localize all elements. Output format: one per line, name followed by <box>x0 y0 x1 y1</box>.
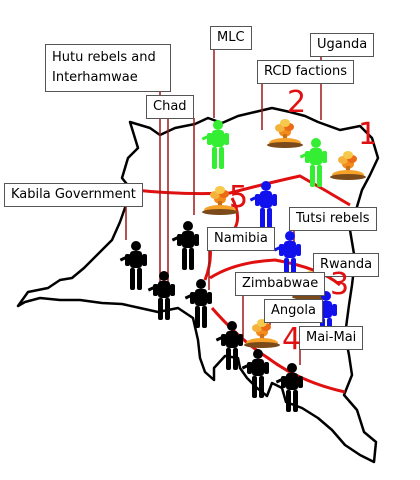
label-uganda: Uganda <box>310 33 375 57</box>
soldier-icon-kabila <box>119 241 147 290</box>
zone-number-3: 3 <box>330 267 350 302</box>
label-rcd: RCD factions <box>257 60 354 84</box>
label-angola: Angola <box>264 299 323 323</box>
label-chad: Chad <box>146 95 194 119</box>
zone-number-2: 2 <box>287 85 307 120</box>
label-zimbabwe: Zimbabwae <box>235 272 326 296</box>
green-soldiers <box>201 120 327 187</box>
label-maimai: Mai-Mai <box>299 326 364 350</box>
soldier-icon-mlc <box>201 120 229 169</box>
country-outline <box>16 106 380 464</box>
explosion-icon-1 <box>330 151 366 180</box>
zone-number-1: 1 <box>358 117 378 152</box>
zone-number-5: 5 <box>229 180 249 215</box>
label-tutsi: Tutsi rebels <box>289 207 377 231</box>
soldier-icon-chad <box>171 221 199 270</box>
label-mlc: MLC <box>210 26 252 50</box>
soldier-icon-namibia <box>184 279 212 328</box>
soldier-icon-hutu <box>147 271 175 320</box>
label-namibia: Namibia <box>207 227 275 251</box>
explosion-icon-4 <box>244 319 280 348</box>
zone-number-4: 4 <box>282 322 302 357</box>
label-hutu: Hutu rebels and Interhamwae <box>45 44 171 92</box>
zone-line-north <box>134 174 351 207</box>
explosion-icon-2 <box>267 119 303 148</box>
label-kabila: Kabila Government <box>4 183 143 207</box>
